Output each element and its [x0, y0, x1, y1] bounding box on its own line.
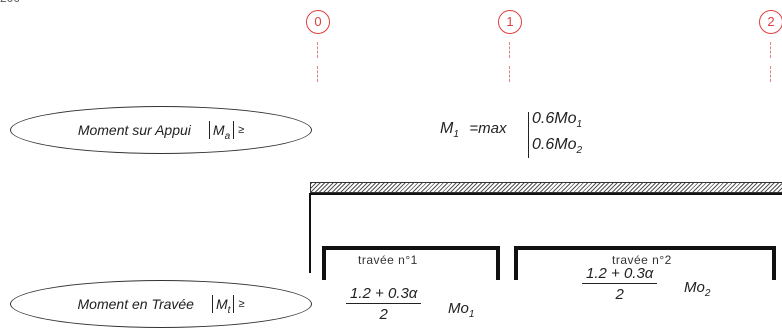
axis-tick-2	[770, 42, 771, 58]
axis-tick-1-lower	[509, 66, 510, 82]
span1-label: travée n°1	[358, 253, 418, 267]
span1-denominator: 2	[379, 306, 388, 323]
axis-marker-0: 0	[306, 10, 330, 34]
axis-label: 1	[506, 14, 514, 29]
span1-fraction: 1.2 + 0.3α 2	[346, 285, 422, 323]
span2-denominator: 2	[615, 286, 624, 303]
span2-top-edge	[514, 246, 776, 250]
span2-factor: Mo2	[684, 279, 711, 299]
travee-moment-label: Moment en Travée	[77, 296, 194, 312]
span2-left-post	[514, 246, 518, 280]
appui-moment-label: Moment sur Appui	[77, 122, 191, 138]
axis-marker-2: 2	[759, 10, 782, 34]
travee-moment-abs: Mt	[211, 295, 235, 316]
span2-numerator: 1.2 + 0.3α	[582, 265, 658, 284]
m1-formula-brace	[528, 112, 529, 158]
span1-top-edge	[322, 246, 500, 250]
span2-right-post	[772, 246, 776, 280]
span1-right-post	[496, 246, 500, 280]
axis-tick-2-lower	[770, 66, 771, 82]
axis-tick-0-lower	[317, 66, 318, 82]
m1-case-1: 0.6Mo1	[532, 110, 583, 130]
appui-relation: ≥	[238, 124, 245, 136]
clipped-top-text: 200	[0, 0, 20, 5]
m1-formula-lhs: M1 =max	[440, 120, 507, 140]
appui-moment-abs: Ma	[208, 121, 235, 142]
travee-relation: ≥	[238, 298, 245, 310]
span1-numerator: 1.2 + 0.3α	[346, 285, 422, 304]
beam-underline	[310, 193, 782, 195]
axis-label: 2	[767, 14, 775, 29]
span2-fraction: 1.2 + 0.3α 2	[582, 265, 658, 303]
support-outer-left	[309, 193, 311, 273]
span1-left-post	[322, 246, 326, 280]
beam-slab	[310, 182, 782, 193]
axis-tick-0	[317, 42, 318, 58]
axis-marker-1: 1	[498, 10, 522, 34]
axis-label: 0	[314, 14, 322, 29]
span2-label: travée n°2	[612, 253, 672, 267]
span1-factor: Mo1	[448, 300, 475, 320]
axis-tick-1	[509, 42, 510, 58]
appui-moment-ellipse: Moment sur Appui Ma ≥	[10, 106, 312, 154]
m1-case-2: 0.6Mo2	[532, 136, 583, 156]
travee-moment-ellipse: Moment en Travée Mt ≥	[10, 280, 312, 328]
